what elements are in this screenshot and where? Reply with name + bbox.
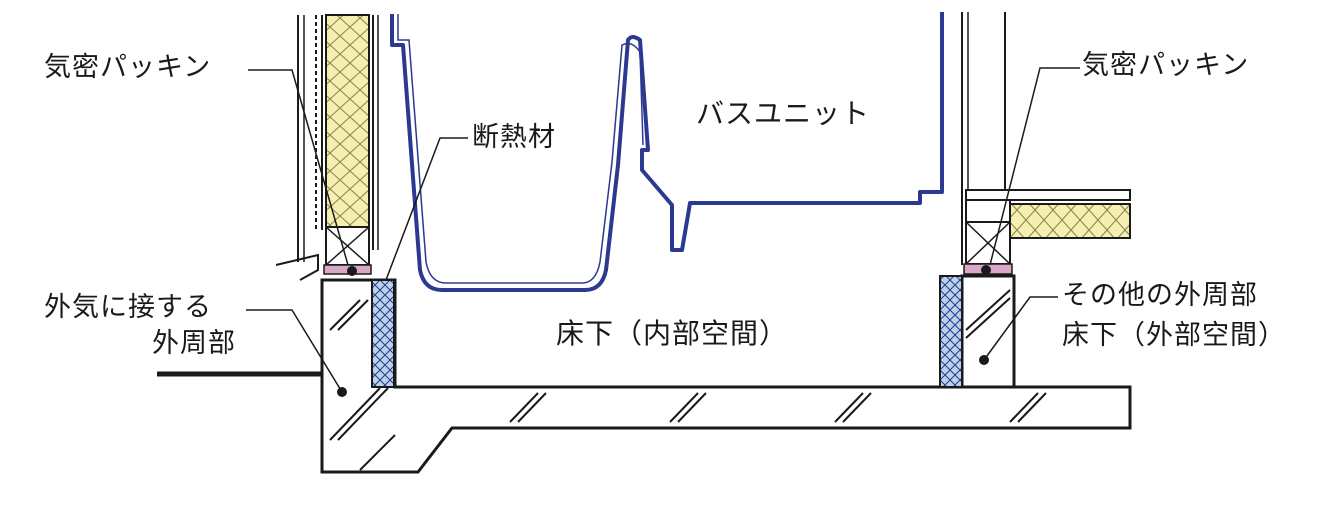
- foundation-slab: [320, 278, 1132, 474]
- label-insulation: 断熱材: [472, 122, 556, 153]
- right-wall: [942, 12, 1131, 275]
- right-foundation-wall: [960, 274, 1016, 389]
- left-wall: [275, 14, 379, 281]
- bath-unit-outline: [390, 12, 944, 292]
- label-outer-periphery-line2: 外周部: [152, 328, 236, 359]
- label-underfloor-inner: 床下（内部空間）: [556, 317, 789, 350]
- insulation-board-right: [939, 275, 963, 388]
- leader-lines: [246, 67, 1080, 393]
- label-outer-periphery-line1: 外気に接する: [44, 292, 212, 323]
- insulation-board-left: [371, 279, 395, 388]
- label-airtight-packing-right: 気密パッキン: [1082, 50, 1250, 81]
- label-bath-unit: バスユニット: [696, 97, 871, 130]
- label-underfloor-outer: 床下（外部空間）: [1062, 320, 1286, 351]
- label-airtight-packing-left: 気密パッキン: [44, 52, 212, 83]
- label-other-periphery: その他の外周部: [1062, 280, 1258, 311]
